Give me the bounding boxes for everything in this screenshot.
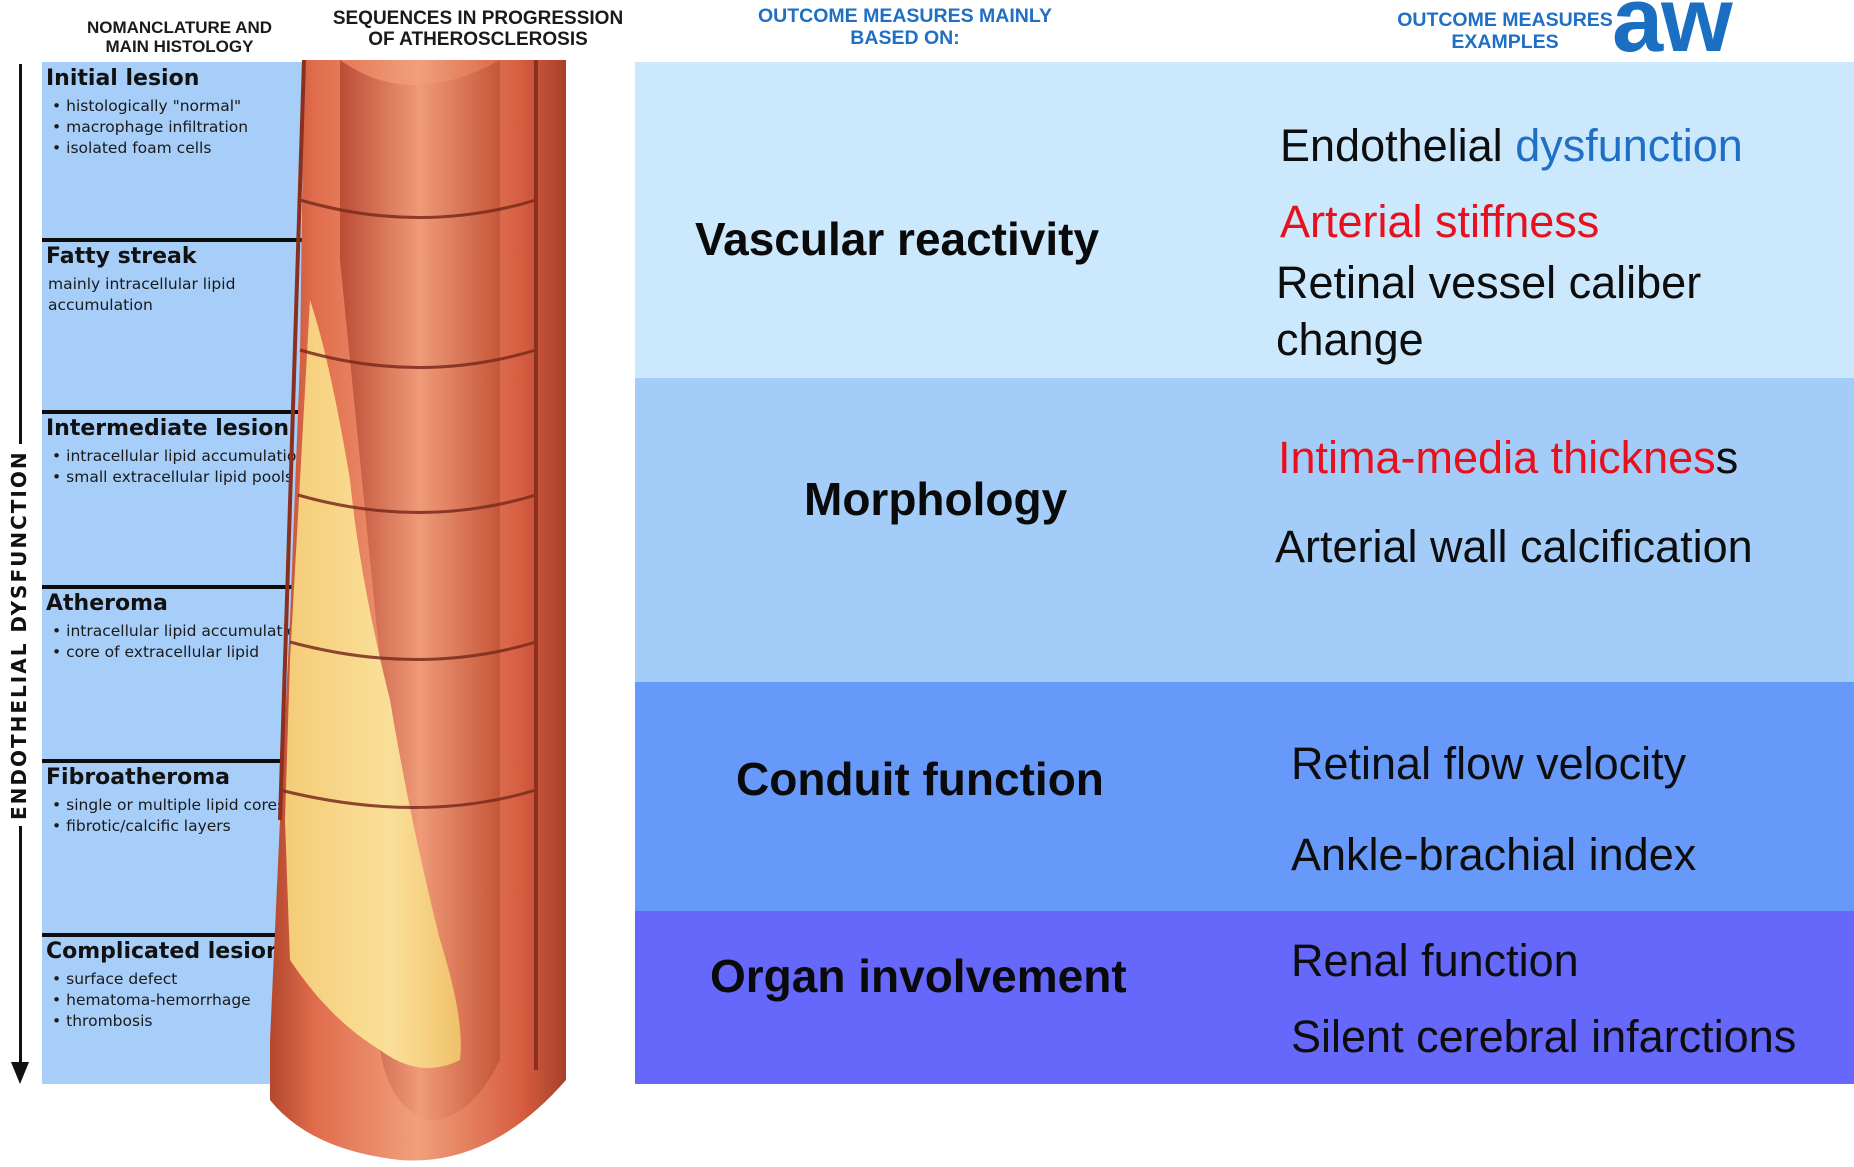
example-text-highlight: dysfunction: [1515, 120, 1743, 171]
stage-item: intracellular lipid accumulation: [52, 446, 306, 467]
stage-title: Fatty streak: [46, 244, 196, 269]
example-text: Endothelial: [1280, 120, 1515, 171]
axis-arrow-icon: [11, 1062, 29, 1084]
stage-title: Complicated lesion: [46, 939, 282, 964]
axis-label: ENDOTHELIAL DYSFUNCTION: [6, 444, 32, 826]
example-intima-media-thickness: Intima-media thickness: [1278, 430, 1738, 486]
stage-item: isolated foam cells: [52, 138, 248, 159]
stage-item: fibrotic/calcific layers: [52, 816, 285, 837]
publisher-logo: aw: [1612, 0, 1787, 60]
band-morphology: Morphology Intima-media thickness Arteri…: [635, 378, 1854, 682]
stage-items: intracellular lipid accumulation core of…: [52, 621, 306, 663]
stage-title: Initial lesion: [46, 66, 199, 91]
measure-label: Conduit function: [736, 752, 1104, 806]
artery-illustration: [270, 60, 640, 1167]
example-endothelial-dysfunction: Endothelial dysfunction: [1280, 118, 1743, 174]
header-sequences-text: SEQUENCES IN PROGRESSION OF ATHEROSCLERO…: [333, 8, 623, 50]
measure-label: Morphology: [804, 472, 1067, 526]
header-sequences: SEQUENCES IN PROGRESSION OF ATHEROSCLERO…: [318, 8, 638, 51]
example-silent-cerebral-infarctions: Silent cerebral infarctions: [1291, 1009, 1796, 1065]
stage-title: Intermediate lesion: [46, 416, 289, 441]
example-ankle-brachial-index: Ankle-brachial index: [1291, 827, 1696, 883]
example-arterial-stiffness: Arterial stiffness: [1280, 194, 1599, 250]
stage-title: Fibroatheroma: [46, 765, 230, 790]
example-renal-function: Renal function: [1291, 933, 1579, 989]
stage-item: thrombosis: [52, 1011, 251, 1032]
stage-item: intracellular lipid accumulation: [52, 621, 306, 642]
band-organ-involvement: Organ involvement Renal function Silent …: [635, 911, 1854, 1084]
stage-item: accumulation: [48, 295, 235, 316]
measure-label: Organ involvement: [710, 949, 1127, 1003]
example-text: s: [1716, 432, 1739, 483]
stage-items: intracellular lipid accumulation small e…: [52, 446, 306, 488]
example-arterial-wall-calcification: Arterial wall calcification: [1275, 519, 1753, 575]
stage-item: surface defect: [52, 969, 251, 990]
band-conduit-function: Conduit function Retinal flow velocity A…: [635, 682, 1854, 911]
stage-items: surface defect hematoma-hemorrhage throm…: [52, 969, 251, 1032]
stage-item: mainly intracellular lipid: [48, 274, 235, 295]
stage-item: histologically "normal": [52, 96, 248, 117]
example-retinal-caliber-line2: change: [1276, 312, 1424, 368]
header-outcome-based: OUTCOME MEASURES MAINLY BASED ON:: [730, 6, 1080, 50]
stage-item: macrophage infiltration: [52, 117, 248, 138]
example-retinal-caliber-line1: Retinal vessel caliber: [1276, 255, 1701, 311]
stage-items: mainly intracellular lipid accumulation: [48, 274, 235, 316]
header-outcome-examples-text: OUTCOME MEASURES EXAMPLES: [1397, 9, 1613, 53]
stage-items: histologically "normal" macrophage infil…: [52, 96, 248, 159]
stage-item: single or multiple lipid cores: [52, 795, 285, 816]
header-outcome-examples: OUTCOME MEASURES EXAMPLES: [1380, 10, 1630, 54]
band-vascular-reactivity: Vascular reactivity Endothelial dysfunct…: [635, 62, 1854, 378]
example-text-highlight: Intima-media thicknes: [1278, 432, 1716, 483]
header-nomenclature-text: NOMANCLATURE AND MAIN HISTOLOGY: [87, 18, 272, 56]
header-outcome-based-text: OUTCOME MEASURES MAINLY BASED ON:: [758, 5, 1052, 49]
publisher-logo-text: aw: [1612, 0, 1731, 60]
stage-item: small extracellular lipid pools: [52, 467, 306, 488]
stage-item: hematoma-hemorrhage: [52, 990, 251, 1011]
stage-title: Atheroma: [46, 591, 168, 616]
example-retinal-flow-velocity: Retinal flow velocity: [1291, 736, 1686, 792]
stage-items: single or multiple lipid cores fibrotic/…: [52, 795, 285, 837]
stage-item: core of extracellular lipid: [52, 642, 306, 663]
measure-label: Vascular reactivity: [695, 212, 1099, 266]
header-nomenclature: NOMANCLATURE AND MAIN HISTOLOGY: [42, 18, 317, 56]
